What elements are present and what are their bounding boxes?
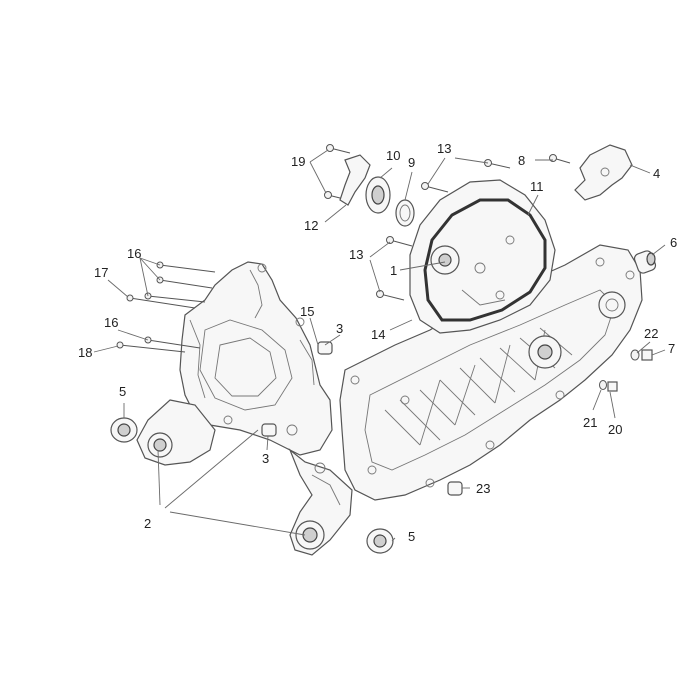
callout-7: 7 — [668, 341, 675, 356]
callout-3-upper: 3 — [336, 321, 343, 336]
callout-13-upper: 13 — [437, 141, 451, 156]
leader-lines — [93, 149, 666, 542]
callout-12: 12 — [304, 218, 318, 233]
callout-5-left: 5 — [119, 384, 126, 399]
left-crankcase-half — [136, 261, 353, 556]
transmission-cover — [409, 179, 556, 334]
callout-1: 1 — [390, 263, 397, 278]
callout-8: 8 — [518, 153, 525, 168]
callout-18: 18 — [78, 345, 92, 360]
callout-2: 2 — [144, 516, 151, 531]
callout-4: 4 — [653, 166, 660, 181]
callout-10: 10 — [386, 148, 400, 163]
callout-20: 20 — [608, 422, 622, 437]
callout-3-lower: 3 — [262, 451, 269, 466]
callout-16-lower: 16 — [104, 315, 118, 330]
retaining-plate — [339, 154, 371, 206]
callout-22: 22 — [644, 326, 658, 341]
small-parts — [110, 144, 657, 554]
callout-5-bottom: 5 — [408, 529, 415, 544]
callout-23: 23 — [476, 481, 490, 496]
callout-15: 15 — [300, 304, 314, 319]
callout-21: 21 — [583, 415, 597, 430]
callout-19: 19 — [291, 154, 305, 169]
callout-11: 11 — [530, 179, 544, 194]
callout-13-lower: 13 — [349, 247, 363, 262]
callout-labels: 1 2 3 3 4 5 5 6 7 8 9 10 11 12 13 13 14 … — [78, 141, 677, 544]
callout-14: 14 — [371, 327, 385, 342]
callout-6: 6 — [670, 235, 677, 250]
bolts — [116, 144, 571, 353]
cover-gasket — [423, 198, 547, 322]
callout-16-upper: 16 — [127, 246, 141, 261]
callout-9: 9 — [408, 155, 415, 170]
callout-17: 17 — [94, 265, 108, 280]
